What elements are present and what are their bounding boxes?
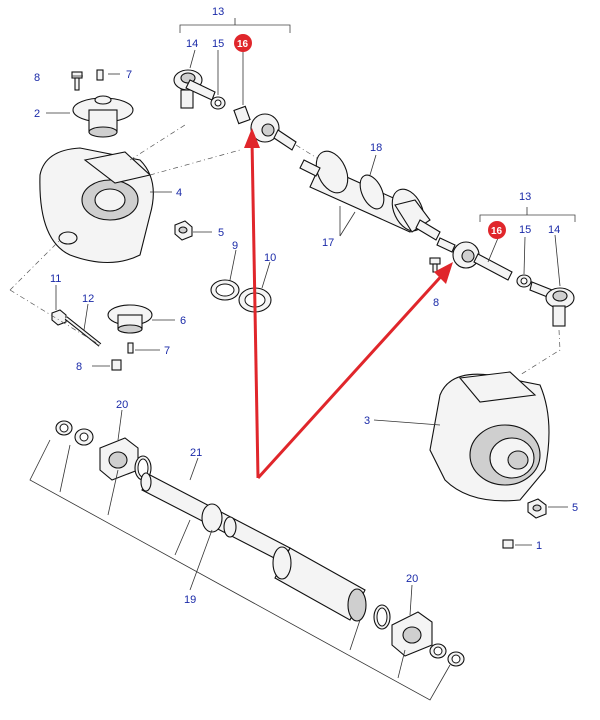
part-20-flange-left xyxy=(99,437,139,481)
part-21-axle-pin xyxy=(140,472,291,563)
label-7-b: 7 xyxy=(164,345,170,357)
part-20-seal-right-a xyxy=(429,643,447,659)
part-12-bolt xyxy=(64,316,102,347)
part-20-seal-right-b xyxy=(447,651,465,667)
label-12: 12 xyxy=(82,293,94,305)
label-14-b: 14 xyxy=(548,224,560,236)
label-10: 10 xyxy=(264,252,276,264)
highlight-arrows xyxy=(244,128,453,480)
label-15-b: 15 xyxy=(519,224,531,236)
part-7-nipple-bottom xyxy=(127,342,134,354)
highlight-badge-16-b xyxy=(488,221,506,239)
label-18: 18 xyxy=(370,142,382,154)
part-20-seal-left-b xyxy=(74,428,94,446)
label-8-b: 8 xyxy=(76,361,82,373)
part-15-washer-top xyxy=(210,96,226,110)
label-5-b: 5 xyxy=(572,502,578,514)
label-13-b: 13 xyxy=(519,191,531,203)
label-8-a: 8 xyxy=(34,72,40,84)
part-20-flange-right xyxy=(391,611,433,657)
label-4: 4 xyxy=(176,187,182,199)
label-11: 11 xyxy=(50,273,61,285)
label-21: 21 xyxy=(190,447,202,459)
part-8-bolt-top xyxy=(71,71,83,91)
label-19: 19 xyxy=(184,594,196,606)
label-3: 3 xyxy=(364,415,370,427)
label-14-a: 14 xyxy=(186,38,198,50)
label-8-c: 8 xyxy=(433,297,439,309)
highlight-badge-16-a xyxy=(234,34,252,52)
part-9-ring xyxy=(210,279,240,301)
label-20-a: 20 xyxy=(116,399,128,411)
label-13-a: 13 xyxy=(212,6,224,18)
part-19-bushing xyxy=(272,546,367,622)
part-15-washer-right xyxy=(516,274,532,288)
label-5-a: 5 xyxy=(218,227,224,239)
label-1: 1 xyxy=(536,540,542,552)
part-16-tie-rod-end-top xyxy=(233,105,297,151)
part-14-ball-joint-right xyxy=(529,281,575,327)
part-ring-right xyxy=(373,604,391,630)
part-20-seal-left-a xyxy=(55,420,73,436)
part-1-plug xyxy=(502,539,514,549)
part-6-flange xyxy=(107,304,153,334)
label-16-a: 16 xyxy=(237,39,249,50)
part-5-nut-top xyxy=(174,220,193,241)
label-6: 6 xyxy=(180,315,186,327)
label-2: 2 xyxy=(34,108,40,120)
part-11-nut xyxy=(51,309,67,326)
label-16-b: 16 xyxy=(491,226,503,237)
label-15-a: 15 xyxy=(212,38,224,50)
label-7-a: 7 xyxy=(126,69,132,81)
part-14-ball-joint-top xyxy=(173,69,216,109)
part-2-flange xyxy=(72,95,134,138)
part-5-nut-bottom xyxy=(527,498,547,519)
part-8-bolt-bottom xyxy=(111,359,122,371)
part-7-nipple-top xyxy=(96,69,104,81)
part-4-knuckle-housing xyxy=(39,147,154,263)
label-9: 9 xyxy=(232,240,238,252)
part-3-knuckle-housing-right xyxy=(429,371,550,502)
label-17: 17 xyxy=(322,237,334,249)
part-16-tie-rod-end-right xyxy=(436,237,513,281)
label-20-b: 20 xyxy=(406,573,418,585)
part-18-steering-cylinder xyxy=(299,150,441,241)
